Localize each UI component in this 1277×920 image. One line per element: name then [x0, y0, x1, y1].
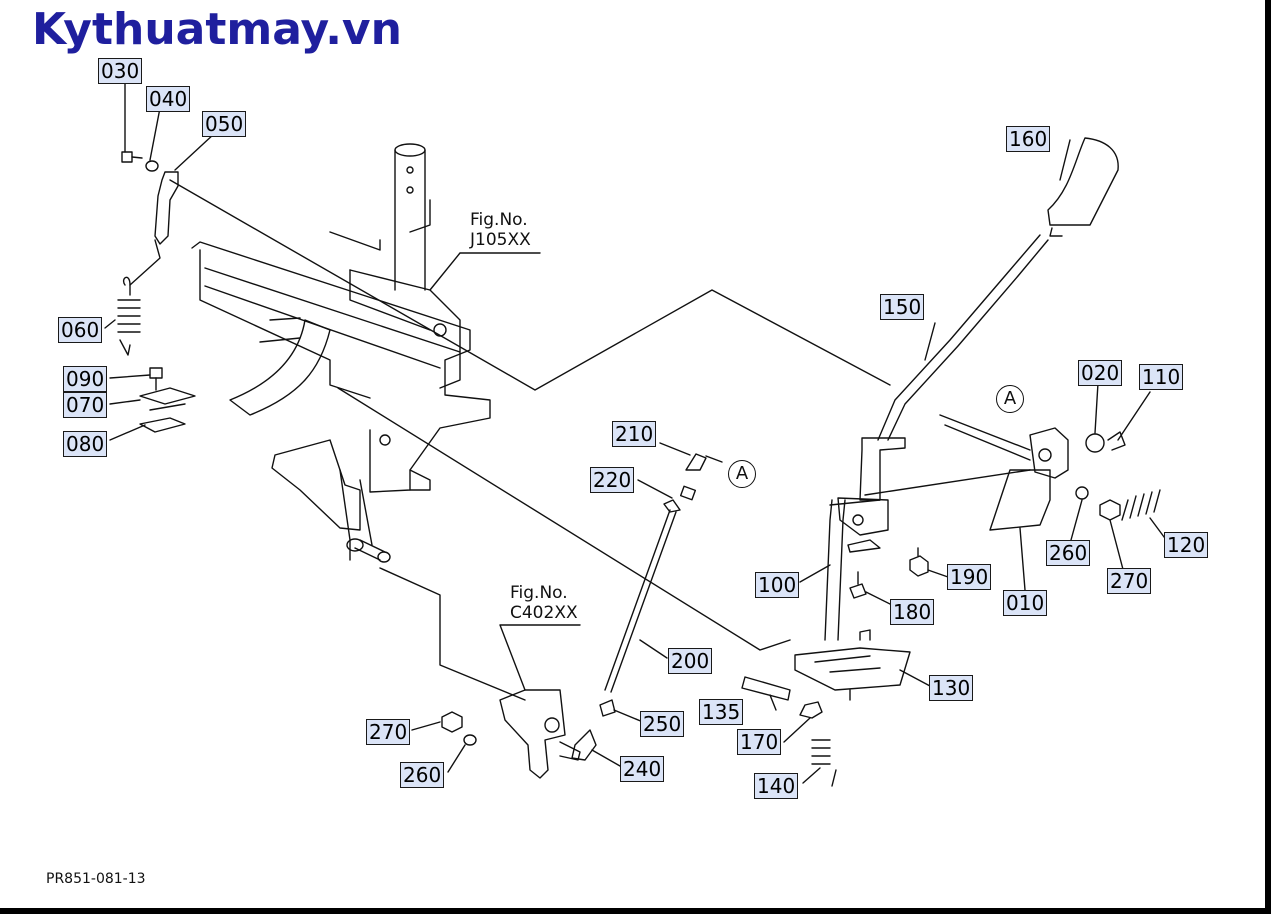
label-leaders	[104, 79, 1171, 784]
knob-160-shape	[1047, 137, 1119, 237]
bolt-190-shape	[909, 547, 929, 577]
callout-a-bracket: A	[996, 385, 1024, 413]
part-label-030[interactable]: 030	[98, 58, 143, 84]
drawing-code: PR851-081-13	[46, 871, 146, 887]
part-label-135[interactable]: 135	[699, 699, 744, 725]
bolt-170-shape	[799, 701, 823, 719]
fig-ref-pedal[interactable]: Fig.No. C402XX	[510, 583, 578, 623]
part-label-060[interactable]: 060	[58, 317, 103, 343]
washer-260b-shape	[1075, 486, 1089, 500]
part-label-040[interactable]: 040	[146, 86, 191, 112]
washer-040-shape	[145, 160, 159, 172]
link-line-mid	[337, 387, 791, 651]
part-label-120[interactable]: 120	[1164, 532, 1209, 558]
part-label-210[interactable]: 210	[612, 421, 657, 447]
link-line-upper	[169, 179, 891, 391]
part-label-260-right[interactable]: 260	[1046, 540, 1091, 566]
spring-060-shape	[117, 276, 141, 356]
rod-200-shape	[571, 453, 723, 761]
part-label-220[interactable]: 220	[590, 467, 635, 493]
shift-bracket-010-shape	[939, 414, 1069, 531]
plate-070-shape	[139, 387, 196, 411]
part-label-180[interactable]: 180	[890, 599, 935, 625]
part-label-100[interactable]: 100	[755, 572, 800, 598]
part-label-080[interactable]: 080	[63, 431, 108, 457]
nut-270a-shape	[441, 711, 463, 733]
part-label-270-right[interactable]: 270	[1107, 568, 1152, 594]
plate-080-shape	[139, 417, 186, 433]
fig-ref-pedal-line2: C402XX	[510, 603, 578, 623]
bolt-180-shape	[849, 571, 867, 599]
spring-140-shape	[811, 739, 837, 787]
part-label-270-left[interactable]: 270	[366, 719, 411, 745]
guide-plate-130-shape	[794, 629, 911, 701]
site-brand: Kythuatmay.vn	[32, 4, 402, 55]
part-label-250[interactable]: 250	[640, 711, 685, 737]
part-label-150[interactable]: 150	[880, 294, 925, 320]
part-label-050[interactable]: 050	[202, 111, 247, 137]
pin-135-shape	[741, 676, 791, 701]
part-label-070[interactable]: 070	[63, 392, 108, 418]
part-label-140[interactable]: 140	[754, 773, 799, 799]
lever-150-shape	[824, 234, 1049, 641]
nut-020-shape	[1085, 433, 1105, 453]
callout-a-rod: A	[728, 460, 756, 488]
part-label-190[interactable]: 190	[947, 564, 992, 590]
washer-260a-shape	[463, 734, 477, 746]
part-label-010[interactable]: 010	[1003, 590, 1048, 616]
part-label-130[interactable]: 130	[929, 675, 974, 701]
pedal-bracket-shape	[499, 689, 581, 779]
fig-ref-frame-line2: J105XX	[470, 230, 531, 250]
fig-ref-frame-line1: Fig.No.	[470, 210, 528, 230]
part-label-260-left[interactable]: 260	[400, 762, 445, 788]
part-label-020[interactable]: 020	[1078, 360, 1123, 386]
bracket-050-shape	[154, 171, 179, 245]
part-label-160[interactable]: 160	[1006, 126, 1051, 152]
part-label-110[interactable]: 110	[1139, 364, 1184, 390]
clip-110-shape	[1107, 431, 1126, 451]
link-line-pedal	[379, 567, 526, 701]
part-label-240[interactable]: 240	[620, 756, 665, 782]
bolt-030-shape	[121, 151, 143, 163]
exploded-parts-drawing	[104, 79, 1171, 787]
fig-ref-pedal-line1: Fig.No.	[510, 583, 568, 603]
bolt-090-shape	[149, 367, 163, 391]
part-label-090[interactable]: 090	[63, 366, 108, 392]
link-line-right	[864, 469, 1031, 496]
nut-270b-shape	[1099, 499, 1121, 521]
frame-assembly-shape	[191, 143, 491, 563]
part-label-200[interactable]: 200	[668, 648, 713, 674]
fig-ref-frame[interactable]: Fig.No. J105XX	[470, 210, 531, 250]
spring-120-shape	[1121, 489, 1161, 521]
part-label-170[interactable]: 170	[737, 729, 782, 755]
